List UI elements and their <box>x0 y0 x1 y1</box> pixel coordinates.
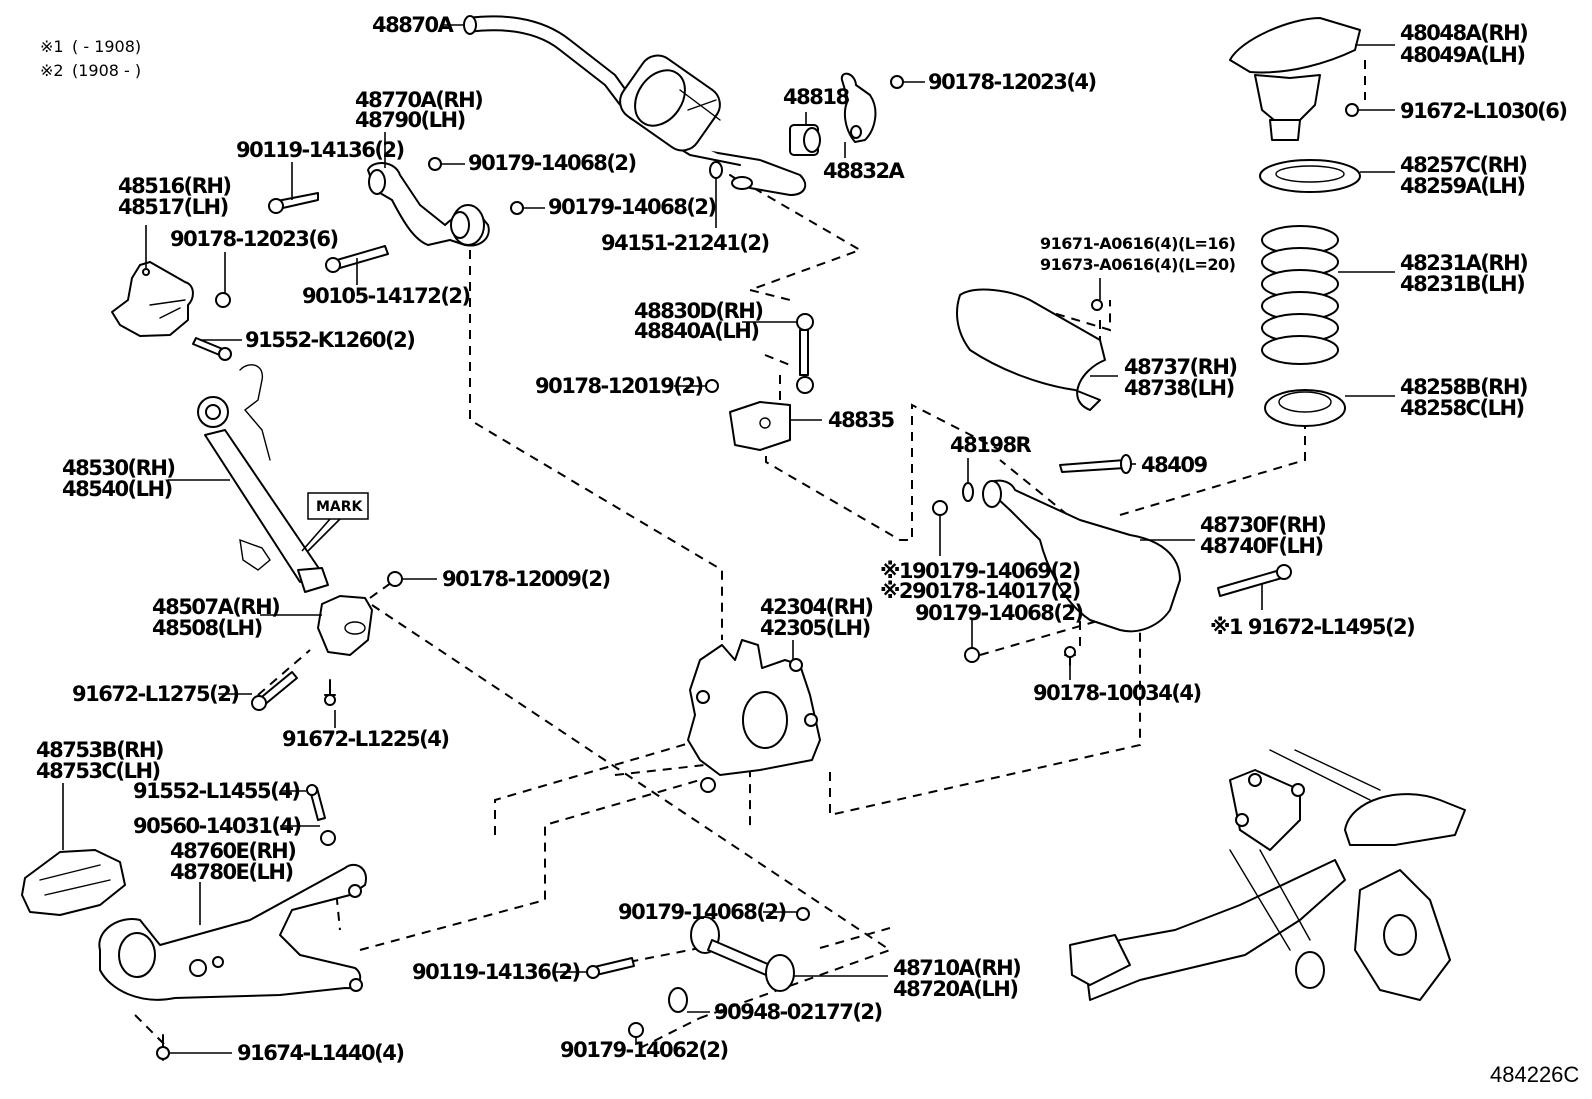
callout-48530-rh[interactable]: 48530(RH) <box>62 456 176 480</box>
callout-90105-14172[interactable]: 90105-14172(2) <box>302 284 471 308</box>
callout-48730F-rh[interactable]: 48730F(RH) <box>1200 513 1327 537</box>
callout-48049A-lh[interactable]: 48049A(LH) <box>1400 43 1526 67</box>
callout-48760E-rh[interactable]: 48760E(RH) <box>170 839 297 863</box>
lower-arm-drawing <box>932 454 1292 666</box>
callout-48737-rh[interactable]: 48737(RH) <box>1124 355 1238 379</box>
callout-48507A-rh[interactable]: 48507A(RH) <box>152 595 281 619</box>
upper-arm-bolts <box>268 192 389 273</box>
callout-48048A-rh[interactable]: 48048A(RH) <box>1400 21 1529 45</box>
callout-90948-02177[interactable]: 90948-02177(2) <box>714 1000 883 1024</box>
mark-box <box>307 492 369 520</box>
callout-90178-12023-6[interactable]: 90178-12023(6) <box>170 227 339 251</box>
callout-48830D-rh[interactable]: 48830D(RH) <box>634 299 764 323</box>
callout-90178-12009[interactable]: 90178-12009(2) <box>442 567 611 591</box>
arm-cover-drawing <box>956 288 1106 411</box>
toe-link-drawing <box>586 907 810 1038</box>
callout-90119-14136-bottom[interactable]: 90119-14136(2) <box>412 960 581 984</box>
assembled-view-drawing <box>1069 749 1466 1001</box>
stabilizer-link-drawing <box>705 313 814 394</box>
link-bracket-48835-drawing <box>729 401 791 451</box>
callout-48818[interactable]: 48818 <box>783 85 851 109</box>
callout-90179-14069[interactable]: ※190179-14069(2) <box>880 559 1081 583</box>
knuckle-drawing <box>687 639 821 793</box>
shock-absorber-drawing: MARK <box>197 364 369 593</box>
callout-42305-lh[interactable]: 42305(LH) <box>760 616 871 640</box>
spring-lower-insulator-drawing <box>1264 389 1346 427</box>
stabilizer-bushing-drawing <box>789 124 821 156</box>
callout-48198R[interactable]: 48198R <box>950 433 1033 457</box>
callout-48710A-rh[interactable]: 48710A(RH) <box>893 956 1022 980</box>
callout-90179-14068-b[interactable]: 90179-14068(2) <box>548 195 717 219</box>
callout-48753C-lh[interactable]: 48753C(LH) <box>36 759 161 783</box>
stabilizer-bar-drawing <box>463 15 807 196</box>
callout-48738-lh[interactable]: 48738(LH) <box>1124 376 1235 400</box>
callout-48720A-lh[interactable]: 48720A(LH) <box>893 977 1019 1001</box>
callout-48835[interactable]: 48835 <box>828 408 896 432</box>
bracket-48516-drawing <box>111 261 232 361</box>
callout-91552-k1260[interactable]: 91552-K1260(2) <box>245 328 416 352</box>
callout-91672-l1030[interactable]: 91672-L1030(6) <box>1400 99 1568 123</box>
callout-90179-14062[interactable]: 90179-14062(2) <box>560 1038 729 1062</box>
callout-90560-14031[interactable]: 90560-14031(4) <box>133 814 302 838</box>
trailing-arm-drawing <box>98 784 367 1061</box>
callout-90178-10034[interactable]: 90178-10034(4) <box>1033 681 1202 705</box>
callout-90178-12019[interactable]: 90178-12019(2) <box>535 374 704 398</box>
callout-48517-lh[interactable]: 48517(LH) <box>118 195 229 219</box>
callout-90119-14136-top[interactable]: 90119-14136(2) <box>236 138 405 162</box>
callout-48258B-rh[interactable]: 48258B(RH) <box>1400 375 1529 399</box>
part-callouts: 48870A 48770A(RH) 48790(LH) 90119-14136(… <box>36 13 1568 1065</box>
callout-48790-lh[interactable]: 48790(LH) <box>355 108 466 132</box>
callout-91674-l1440[interactable]: 91674-L1440(4) <box>237 1041 405 1065</box>
callout-42304-rh[interactable]: 42304(RH) <box>760 595 874 619</box>
stabilizer-bracket-drawing <box>840 72 877 143</box>
callout-48780E-lh[interactable]: 48780E(LH) <box>170 860 294 884</box>
callout-48258C-lh[interactable]: 48258C(LH) <box>1400 396 1525 420</box>
note-2-symbol: ※2 <box>40 61 64 80</box>
bracket-48507-drawing <box>251 571 403 711</box>
callout-90179-14068-c[interactable]: 90179-14068(2) <box>915 601 1084 625</box>
callout-48257C-rh[interactable]: 48257C(RH) <box>1400 153 1528 177</box>
note-2-text: (1908 - ) <box>72 61 141 80</box>
illustration-code: 484226C <box>1490 1062 1579 1087</box>
note-1-symbol: ※1 <box>40 37 64 56</box>
callout-94151-21241[interactable]: 94151-21241(2) <box>601 231 770 255</box>
trailing-arm-cover-drawing <box>21 849 126 916</box>
callout-91673-a0616[interactable]: 91673-A0616(4)(L=20) <box>1040 255 1236 274</box>
mark-label: MARK <box>316 499 364 515</box>
coil-spring-drawing <box>1261 225 1339 365</box>
callout-91671-a0616[interactable]: 91671-A0616(4)(L=16) <box>1040 234 1236 253</box>
callout-48259A-lh[interactable]: 48259A(LH) <box>1400 174 1526 198</box>
callout-48409[interactable]: 48409 <box>1141 453 1209 477</box>
callout-90178-12023-4[interactable]: 90178-12023(4) <box>928 70 1097 94</box>
callout-48832A[interactable]: 48832A <box>823 159 907 183</box>
upper-arm-drawing <box>367 162 490 247</box>
leader-lines <box>62 24 1395 1054</box>
callout-48840A-lh[interactable]: 48840A(LH) <box>634 319 760 343</box>
callout-48753B-rh[interactable]: 48753B(RH) <box>36 738 165 762</box>
callout-48740F-lh[interactable]: 48740F(LH) <box>1200 534 1324 558</box>
callout-91672-l1495[interactable]: ※1 91672-L1495(2) <box>1210 615 1416 639</box>
callout-48231B-lh[interactable]: 48231B(LH) <box>1400 272 1526 296</box>
note-1-text: ( - 1908) <box>72 37 141 56</box>
callout-91672-l1275[interactable]: 91672-L1275(2) <box>72 682 240 706</box>
callout-48770A-rh[interactable]: 48770A(RH) <box>355 88 484 112</box>
callout-48516-rh[interactable]: 48516(RH) <box>118 174 232 198</box>
callout-90179-14068-a[interactable]: 90179-14068(2) <box>468 151 637 175</box>
callout-91672-l1225[interactable]: 91672-L1225(4) <box>282 727 450 751</box>
callout-91552-l1455[interactable]: 91552-L1455(4) <box>133 779 301 803</box>
callout-90178-14017[interactable]: ※290178-14017(2) <box>880 579 1081 603</box>
applicability-notes: ※1 ( - 1908) ※2 (1908 - ) <box>40 37 141 80</box>
callout-48540-lh[interactable]: 48540(LH) <box>62 477 173 501</box>
callout-48508-lh[interactable]: 48508(LH) <box>152 616 263 640</box>
spring-upper-support-drawing <box>1229 17 1361 141</box>
spring-upper-insulator-drawing <box>1259 159 1361 193</box>
callout-48231A-rh[interactable]: 48231A(RH) <box>1400 251 1529 275</box>
callout-48870A[interactable]: 48870A <box>372 13 456 37</box>
callout-90179-14068-d[interactable]: 90179-14068(2) <box>618 900 787 924</box>
